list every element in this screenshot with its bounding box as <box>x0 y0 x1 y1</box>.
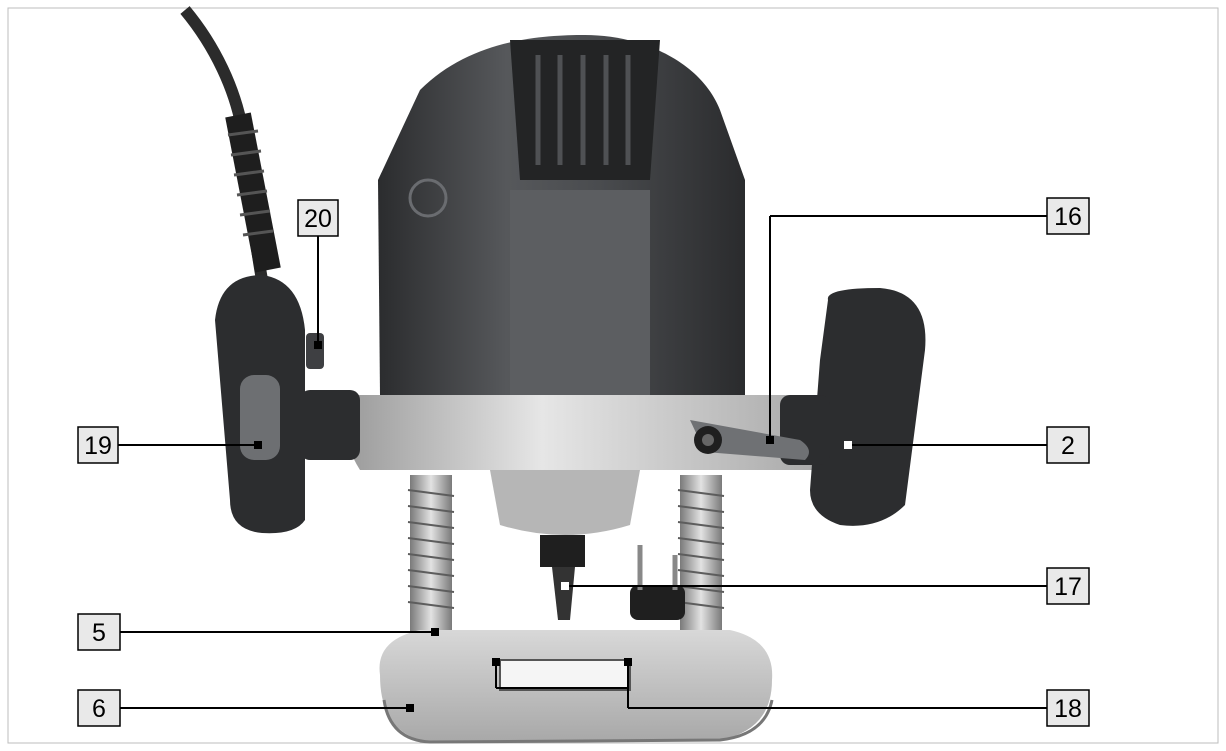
rating-plate <box>510 190 650 400</box>
collet-and-bit <box>540 535 585 620</box>
callout-17-label: 17 <box>1054 573 1082 601</box>
callout-19: 19 <box>77 426 119 464</box>
vent-slots <box>535 55 631 165</box>
column-springs <box>407 475 725 645</box>
pointer-dots <box>254 341 852 712</box>
callout-18: 18 <box>1046 689 1090 727</box>
callout-19-label: 19 <box>84 432 112 460</box>
brand-logo <box>408 178 448 218</box>
leader-lines <box>118 215 1047 709</box>
left-handle <box>215 275 360 534</box>
base-plate <box>379 630 774 744</box>
motor-housing <box>378 35 745 400</box>
depth-lock-lever <box>690 420 809 460</box>
depth-turret <box>630 545 685 620</box>
callout-18-label: 18 <box>1054 695 1082 723</box>
power-cord <box>180 6 281 282</box>
base-opening <box>499 659 631 691</box>
callout-6: 6 <box>77 689 121 727</box>
callout-5-label: 5 <box>92 619 106 647</box>
lock-button <box>306 333 324 369</box>
callout-16-label: 16 <box>1054 203 1082 231</box>
callout-2: 2 <box>1046 426 1090 464</box>
callout-16: 16 <box>1046 197 1090 235</box>
callout-6-label: 6 <box>92 695 106 723</box>
switch-lever <box>240 375 280 460</box>
figure-frame <box>7 7 1219 744</box>
callout-5: 5 <box>77 613 121 651</box>
callout-17: 17 <box>1046 567 1090 605</box>
right-handle <box>780 288 926 526</box>
callout-2-label: 2 <box>1061 432 1075 460</box>
callout-20: 20 <box>297 199 339 237</box>
callout-20-label: 20 <box>304 205 332 233</box>
